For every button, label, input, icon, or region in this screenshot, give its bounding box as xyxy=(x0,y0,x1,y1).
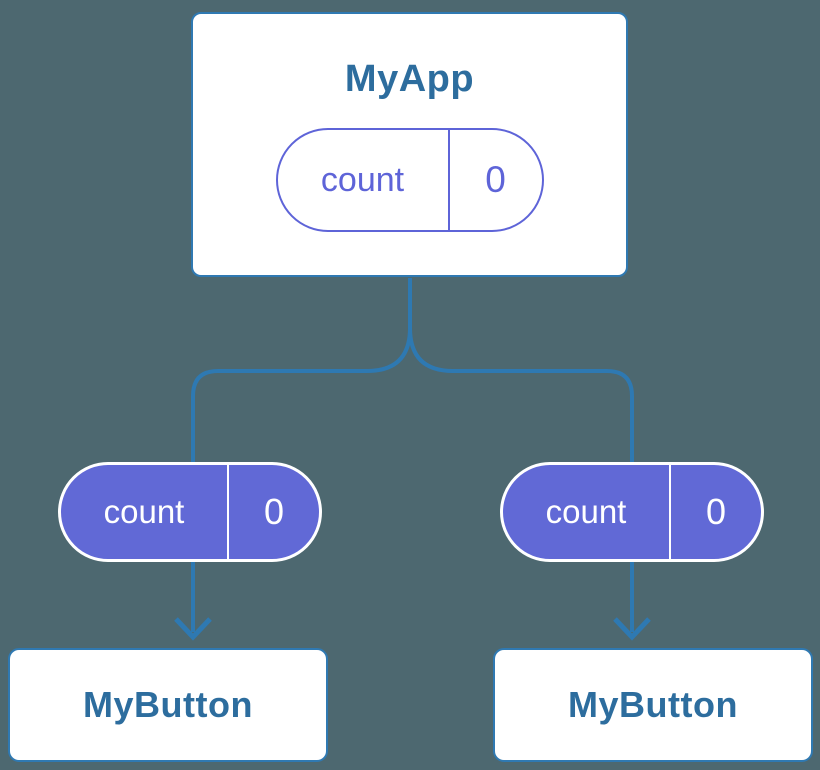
node-mybutton-left: MyButton xyxy=(8,648,328,762)
state-pill-myapp: count 0 xyxy=(275,128,544,232)
pill-value: 0 xyxy=(263,491,285,532)
pill-key: count xyxy=(503,465,671,559)
connector-left-branch xyxy=(191,278,412,632)
pill-key: count xyxy=(278,130,450,230)
arrowhead-left-icon xyxy=(174,617,212,641)
connector-right-branch xyxy=(408,278,634,632)
arrowhead-right-icon xyxy=(613,617,651,641)
prop-pill-left: count 0 xyxy=(58,462,322,562)
node-title: MyButton xyxy=(83,684,253,725)
node-title: MyButton xyxy=(568,684,738,725)
prop-pill-right: count 0 xyxy=(500,462,764,562)
node-mybutton-right: MyButton xyxy=(493,648,813,762)
node-title: MyApp xyxy=(344,58,475,100)
pill-key: count xyxy=(61,465,229,559)
pill-value: 0 xyxy=(705,491,727,532)
node-myapp: MyApp count 0 xyxy=(191,12,628,277)
pill-value: 0 xyxy=(485,159,506,200)
